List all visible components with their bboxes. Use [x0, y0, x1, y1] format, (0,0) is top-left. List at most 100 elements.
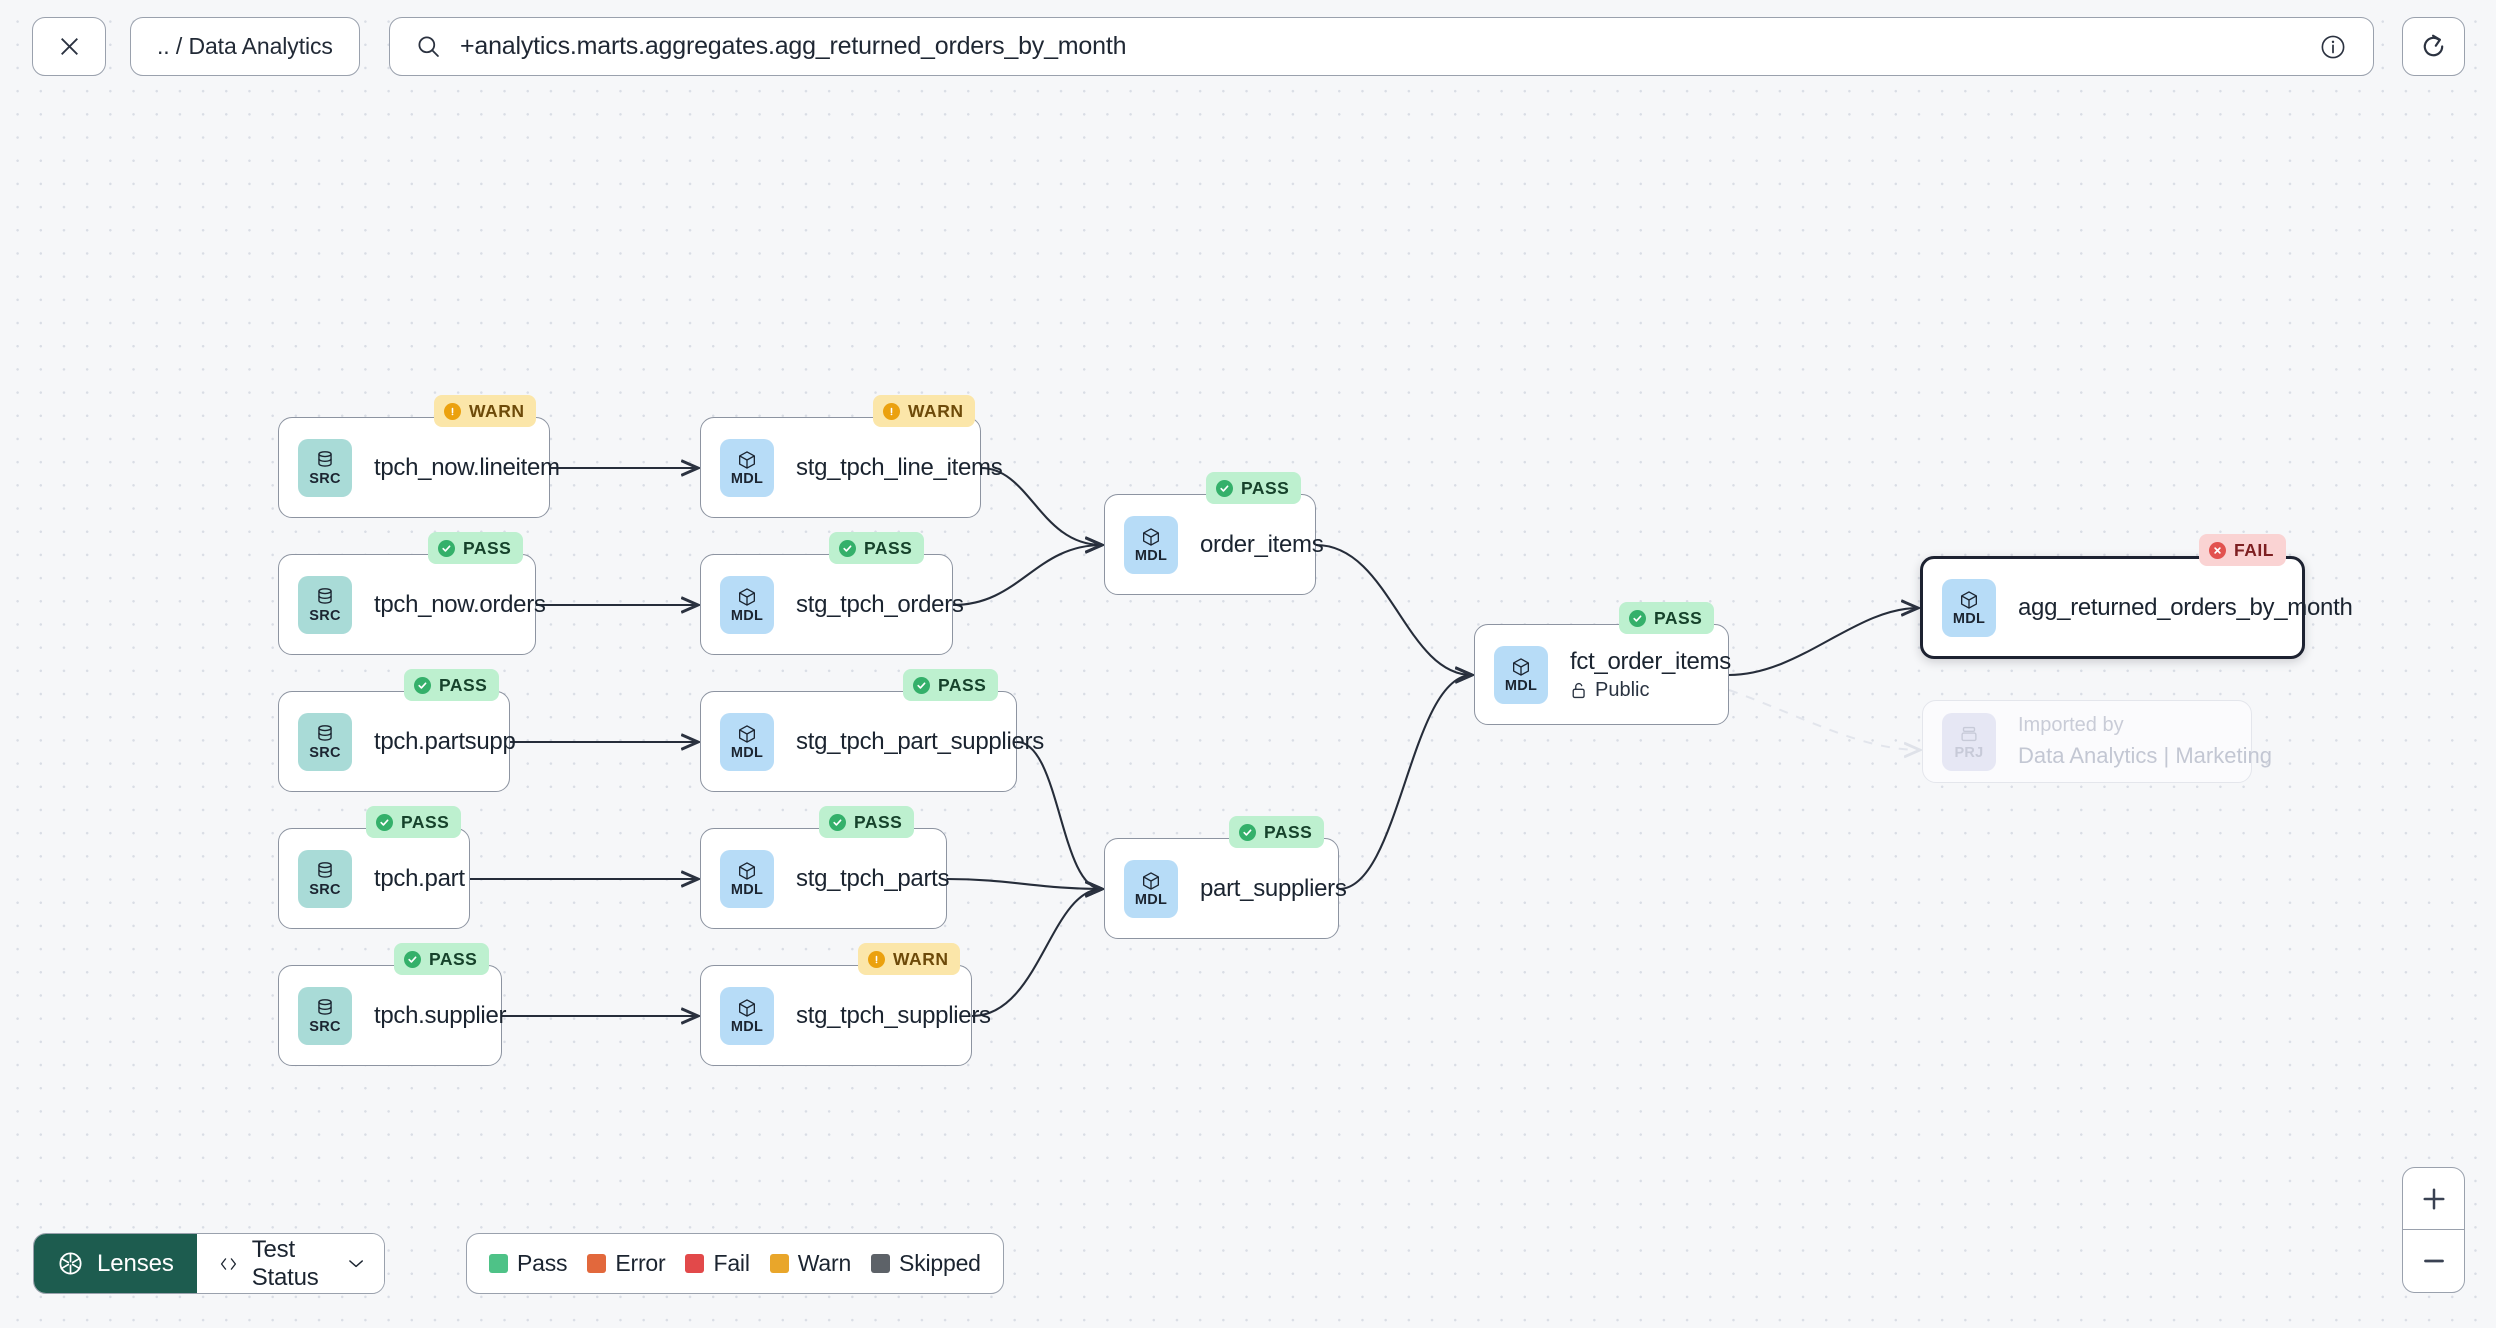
status-badge-label: PASS: [864, 537, 913, 558]
status-badge-label: PASS: [463, 537, 512, 558]
pass-dot: [913, 676, 930, 694]
node-title: agg_returned_orders_by_month: [2018, 593, 2353, 621]
node-type-chip: SRC: [298, 712, 352, 771]
status-badge: PASS: [819, 806, 915, 838]
refresh-button[interactable]: [2402, 17, 2465, 76]
status-badge: PASS: [829, 532, 925, 564]
pass-dot: [1239, 823, 1256, 841]
status-badge: PASS: [1206, 472, 1302, 504]
legend-item-warn[interactable]: Warn: [769, 1250, 852, 1277]
status-badge-label: WARN: [908, 400, 964, 421]
node-type-label: SRC: [309, 1018, 341, 1035]
database-icon: [318, 861, 332, 878]
node-type-chip: MDL: [720, 438, 774, 497]
legend-item-error[interactable]: Error: [587, 1250, 666, 1277]
zoom-out-button[interactable]: [2403, 1230, 2464, 1292]
legend-item-skipped[interactable]: Skipped: [871, 1250, 981, 1277]
legend-label: Warn: [797, 1250, 852, 1276]
node-type-chip: MDL: [1942, 578, 1996, 637]
graph-node[interactable]: MDL stg_tpch_parts: [700, 828, 950, 929]
node-title: tpch_now.lineitem: [374, 453, 560, 481]
graph-node[interactable]: MDL stg_tpch_line_items: [700, 417, 1003, 518]
node-type-label: SRC: [309, 744, 341, 761]
pass-dot: [829, 813, 846, 831]
status-badge: PASS: [428, 532, 524, 564]
close-button[interactable]: [32, 17, 106, 76]
status-badge-label: WARN: [893, 948, 949, 969]
status-badge-label: WARN: [469, 400, 525, 421]
legend-label: Pass: [517, 1250, 568, 1276]
status-badge-label: PASS: [1654, 607, 1703, 628]
graph-node[interactable]: MDL stg_tpch_part_suppliers: [700, 691, 1044, 792]
legend-item-fail[interactable]: Fail: [685, 1250, 750, 1277]
cube-icon: [739, 862, 755, 880]
minus-icon: [2423, 1259, 2444, 1263]
graph-node[interactable]: SRC tpch.supplier: [278, 965, 506, 1066]
warn-dot: [883, 402, 900, 420]
ghost-node: PRJ Imported by Data Analytics | Marketi…: [1922, 700, 2272, 783]
graph-node[interactable]: SRC tpch_now.lineitem: [278, 417, 560, 518]
lenses-button[interactable]: Lenses: [34, 1234, 197, 1293]
status-badge: WARN: [873, 395, 976, 427]
plus-icon: [2423, 1188, 2444, 1209]
node-title: tpch.supplier: [374, 1001, 507, 1029]
cube-icon: [1961, 591, 1977, 609]
cube-icon: [739, 999, 755, 1017]
graph-node[interactable]: MDL fct_order_items Public: [1474, 624, 1731, 725]
fail-dot: [2209, 541, 2226, 559]
node-title: stg_tpch_orders: [796, 590, 964, 618]
graph-node[interactable]: MDL order_items: [1104, 494, 1324, 595]
legend-item-pass[interactable]: Pass: [489, 1250, 568, 1277]
test-status-dropdown[interactable]: Test Status: [196, 1234, 384, 1293]
info-circle-icon: [2321, 35, 2345, 58]
breadcrumb-label: .. / Data Analytics: [157, 33, 333, 59]
graph-node[interactable]: SRC tpch_now.orders: [278, 554, 546, 655]
node-title: stg_tpch_suppliers: [796, 1001, 991, 1029]
node-type-label: SRC: [309, 607, 341, 624]
aperture-icon: [59, 1252, 82, 1275]
database-icon: [318, 587, 332, 604]
graph-node[interactable]: MDL agg_returned_orders_by_month: [1920, 556, 2353, 659]
status-badge-label: PASS: [429, 948, 478, 969]
ghost-node-title: Data Analytics | Marketing: [2018, 743, 2272, 768]
legend-label: Skipped: [899, 1250, 981, 1276]
legend-swatch: [871, 1254, 891, 1273]
node-type-chip: MDL: [720, 849, 774, 908]
test-status-label: Test Status: [251, 1235, 319, 1291]
close-icon: [60, 38, 78, 55]
graph-node[interactable]: SRC tpch.part: [278, 828, 470, 929]
node-type-chip: PRJ: [1942, 712, 1996, 771]
ghost-node-caption: Imported by: [2018, 714, 2124, 736]
graph-node[interactable]: SRC tpch.partsupp: [278, 691, 516, 792]
pass-dot: [438, 539, 455, 557]
node-type-label: SRC: [309, 470, 341, 487]
graph-node[interactable]: MDL stg_tpch_suppliers: [700, 965, 991, 1066]
node-title: tpch_now.orders: [374, 590, 546, 618]
legend-label: Fail: [713, 1250, 750, 1276]
status-badge: PASS: [1229, 816, 1325, 848]
node-type-label: MDL: [730, 1018, 764, 1035]
status-badge-label: PASS: [439, 674, 488, 695]
node-type-chip: MDL: [720, 712, 774, 771]
status-badge: FAIL: [2199, 534, 2286, 566]
zoom-in-button[interactable]: [2403, 1168, 2464, 1230]
database-icon: [318, 724, 332, 741]
node-type-label: MDL: [730, 744, 764, 761]
pass-dot: [414, 676, 431, 694]
database-icon: [318, 450, 332, 467]
lenses-label: Lenses: [97, 1249, 174, 1277]
graph-node[interactable]: MDL stg_tpch_orders: [700, 554, 964, 655]
info-button[interactable]: [2319, 33, 2347, 61]
unlock-icon: [1572, 682, 1585, 698]
lenses-control-group: Lenses Test Status: [33, 1233, 385, 1294]
search-bar[interactable]: +analytics.marts.aggregates.agg_returned…: [389, 17, 2374, 76]
node-type-chip: MDL: [1124, 515, 1178, 574]
node-title: stg_tpch_line_items: [796, 453, 1003, 481]
graph-node[interactable]: MDL part_suppliers: [1104, 838, 1347, 939]
search-icon: [418, 36, 439, 57]
status-badge-label: FAIL: [2234, 539, 2274, 560]
search-input[interactable]: +analytics.marts.aggregates.agg_returned…: [460, 32, 1127, 60]
breadcrumb[interactable]: .. / Data Analytics: [130, 17, 360, 76]
